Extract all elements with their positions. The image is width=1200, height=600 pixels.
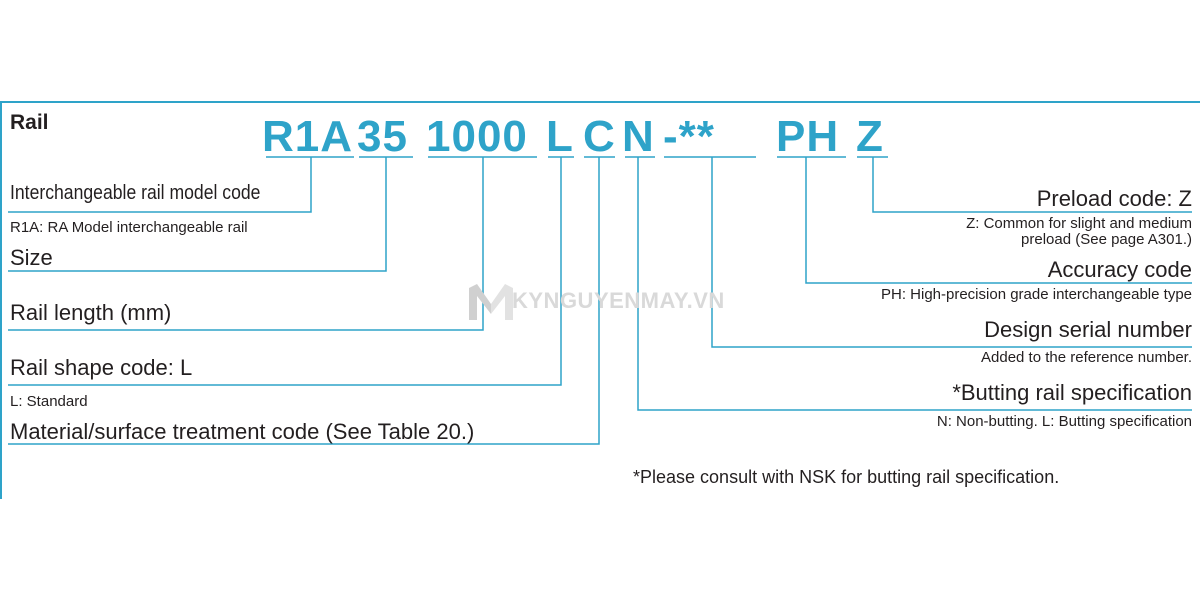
butting-desc: N: Non-butting. L: Butting specification xyxy=(936,413,1192,430)
size-title: Size xyxy=(10,245,53,270)
watermark-text: KYNGUYENMAY.VN xyxy=(512,288,725,313)
connector-serial xyxy=(711,157,1192,348)
code-part-material: C xyxy=(583,112,616,161)
model-code-title: Interchangeable rail model code xyxy=(10,182,261,204)
accuracy-desc: PH: High-precision grade interchangeable… xyxy=(880,286,1192,303)
connector-preload xyxy=(872,157,1192,213)
code-part-butting: N xyxy=(622,112,655,161)
connector-shape xyxy=(8,157,562,386)
connector-material xyxy=(8,157,600,445)
serial-desc: Added to the reference number. xyxy=(981,349,1192,366)
preload-title: Preload code: Z xyxy=(1036,186,1192,211)
m-logo-icon xyxy=(469,284,513,320)
code-part-model: R1A xyxy=(262,112,354,161)
rail-shape-title: Rail shape code: L xyxy=(10,355,193,380)
frame-left-border xyxy=(0,101,2,499)
connector-model xyxy=(8,157,312,213)
connector-accuracy xyxy=(805,157,1192,284)
code-part-serial: -** xyxy=(663,112,715,161)
preload-desc-line2: preload (See page A301.) xyxy=(1021,231,1192,248)
frame-top-border xyxy=(0,101,1200,103)
code-part-accuracy: PH xyxy=(776,112,840,161)
serial-title: Design serial number xyxy=(984,317,1192,342)
code-part-size: 35 xyxy=(357,112,408,161)
butting-title: *Butting rail specification xyxy=(952,380,1192,405)
model-code-desc: R1A: RA Model interchangeable rail xyxy=(10,219,248,236)
rail-length-title: Rail length (mm) xyxy=(10,300,172,325)
connector-size xyxy=(8,157,387,272)
material-title: Material/surface treatment code (See Tab… xyxy=(10,419,475,444)
code-part-length: 1000 xyxy=(426,112,528,161)
accuracy-title: Accuracy code xyxy=(1047,257,1192,282)
footnote: *Please consult with NSK for butting rai… xyxy=(633,467,1060,487)
diagram-title: Rail xyxy=(10,111,49,134)
connector-length xyxy=(8,157,484,331)
rail-shape-desc: L: Standard xyxy=(10,393,88,410)
preload-desc-line1: Z: Common for slight and medium xyxy=(966,215,1192,232)
code-part-shape: L xyxy=(546,112,574,161)
connector-butting xyxy=(637,157,1192,411)
code-part-preload: Z xyxy=(856,112,884,161)
